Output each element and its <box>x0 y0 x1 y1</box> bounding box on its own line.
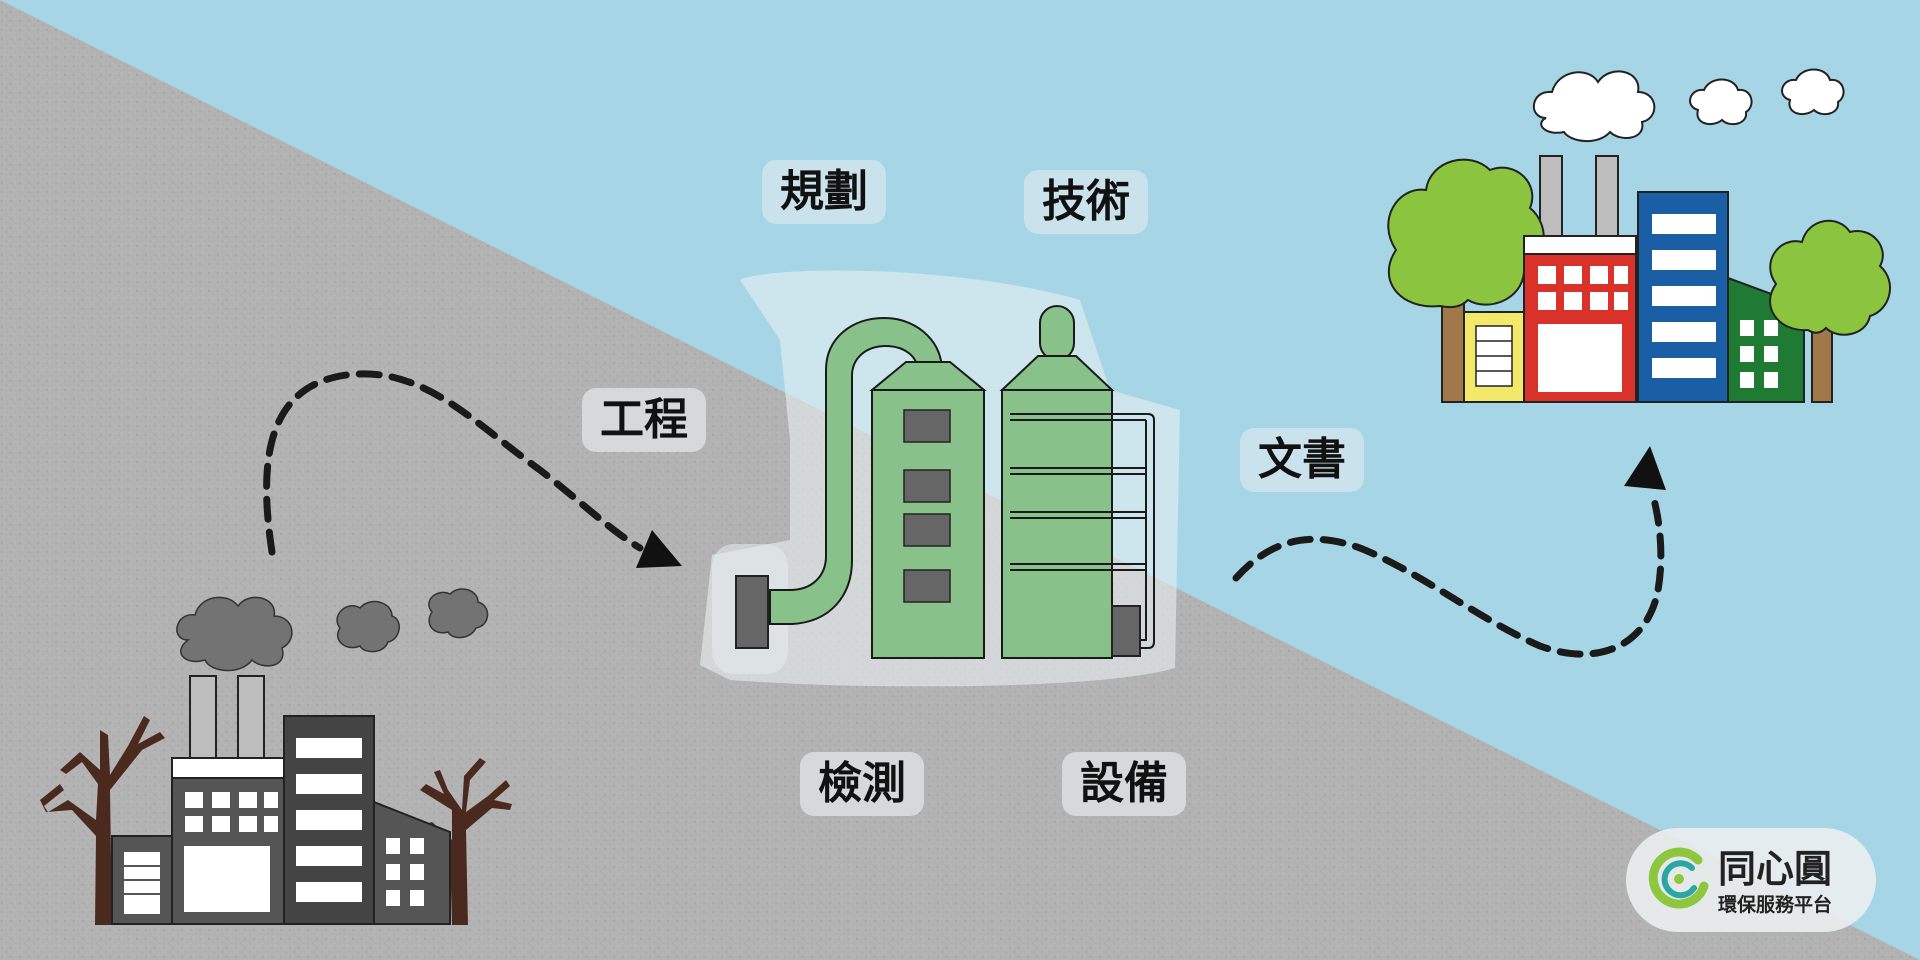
scrubber-tower <box>700 270 1180 687</box>
dashed-arrow-icon <box>263 370 682 568</box>
label-documents: 文書 <box>1240 428 1364 492</box>
tree-icon <box>1387 158 1545 403</box>
logo-badge: 同心圓 環保服務平台 <box>1626 828 1876 932</box>
dead-tree-icon <box>40 716 165 925</box>
label-engineering: 工程 <box>582 388 706 452</box>
smoke-cloud-icon <box>336 600 400 653</box>
chimney <box>189 675 217 763</box>
smoke-cloud-icon <box>428 588 489 639</box>
smoke-cloud-icon <box>176 596 293 672</box>
dashed-arrow-icon <box>1232 446 1666 658</box>
polluting-factory <box>40 588 512 925</box>
label-equipment: 設備 <box>1062 752 1186 816</box>
logo-mark-icon <box>1648 847 1709 909</box>
cloud-icon <box>1781 68 1845 116</box>
label-planning: 規劃 <box>762 160 886 224</box>
tree-icon <box>1769 219 1891 403</box>
cloud-icon <box>1689 78 1753 126</box>
clean-city <box>1387 68 1891 403</box>
chimney <box>237 675 265 763</box>
cloud-icon <box>1532 70 1656 142</box>
logo-name: 同心圓 <box>1718 847 1833 891</box>
logo-subtitle: 環保服務平台 <box>1718 894 1833 916</box>
dead-tree-icon <box>420 758 512 925</box>
label-technology: 技術 <box>1024 170 1148 234</box>
label-inspection: 檢測 <box>800 752 924 816</box>
